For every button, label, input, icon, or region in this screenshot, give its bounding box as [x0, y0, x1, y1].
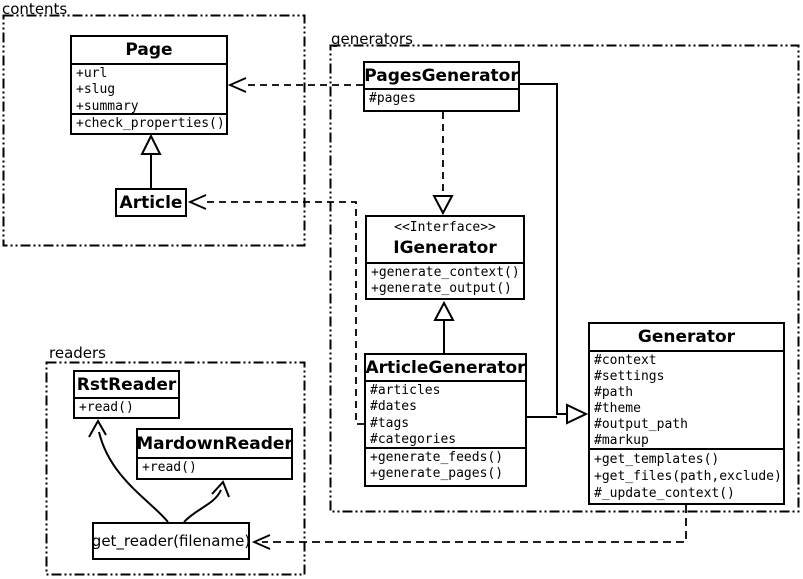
class-rstreader: RstReader +read(): [73, 370, 180, 419]
attribute: #categories: [370, 432, 457, 447]
method: +get_files(path,exclude): [594, 469, 782, 485]
node-get-reader: get_reader(filename): [92, 522, 250, 560]
class-articlegenerator-name: ArticleGenerator: [365, 357, 526, 378]
interface-igenerator-name: IGenerator: [393, 238, 497, 258]
attribute: +slug: [76, 82, 116, 98]
method: +generate_pages(): [370, 466, 504, 482]
node-get-reader-label: get_reader(filename): [91, 532, 251, 550]
class-page-methods: +check_properties(): [72, 113, 226, 133]
dependency-pagesgenerator-to-page: [227, 77, 363, 93]
interface-igenerator: <<Interface>> IGenerator +generate_conte…: [365, 215, 525, 300]
generalization-generators-to-generator: [520, 83, 589, 425]
class-generator-name: Generator: [637, 327, 736, 347]
interface-stereotype: <<Interface>>: [394, 220, 496, 235]
class-rstreader-name: RstReader: [76, 374, 177, 395]
attribute: #articles: [370, 383, 441, 398]
class-generator-attributes: #context#settings#path#theme#output_path…: [590, 350, 783, 448]
attribute: #path: [594, 385, 634, 401]
method: +read(): [79, 400, 134, 415]
class-page-attributes: +url+slug+summary: [72, 63, 226, 113]
interface-igenerator-methods: +generate_context()+generate_output(): [367, 262, 523, 298]
class-article: Article: [115, 188, 187, 217]
class-mardownreader-name: MardownReader: [136, 433, 293, 454]
class-pagesgenerator-name: PagesGenerator: [364, 65, 519, 86]
attribute: #markup: [594, 433, 649, 448]
package-label-generators: generators: [331, 30, 413, 48]
package-border-readers: [45, 361, 306, 576]
class-articlegenerator-attributes: #articles#dates#tags#categories: [366, 380, 525, 447]
method: +read(): [142, 460, 197, 475]
arrow-getreader-to-rstreader: [88, 418, 169, 523]
class-page: Page +url+slug+summary +check_properties…: [70, 35, 228, 135]
dependency-generator-to-getreader: [251, 505, 687, 550]
class-mardownreader: MardownReader +read(): [136, 428, 293, 480]
generalization-article-to-page: [140, 133, 162, 188]
attribute: #context: [594, 353, 657, 368]
interface-igenerator-header: <<Interface>> IGenerator: [367, 217, 523, 262]
class-generator-methods: +get_templates() +get_files(path,exclude)…: [590, 448, 783, 503]
generalization-articlegenerator-to-igenerator: [433, 300, 455, 353]
class-pagesgenerator: PagesGenerator #pages: [363, 61, 520, 112]
class-rstreader-methods: +read(): [75, 397, 178, 417]
attribute: #settings: [594, 369, 665, 385]
class-articlegenerator: ArticleGenerator #articles#dates#tags#ca…: [364, 353, 527, 487]
method: #_update_context(): [594, 486, 735, 502]
class-articlegenerator-methods: +generate_feeds()+generate_pages(): [366, 447, 525, 485]
attribute: #theme: [594, 401, 641, 417]
attribute: +url: [76, 66, 108, 81]
attribute: +summary: [76, 98, 139, 113]
package-label-contents: contents: [2, 0, 68, 18]
attribute: #tags: [370, 415, 410, 431]
class-generator: Generator #context#settings#path#theme#o…: [588, 322, 785, 505]
method: +generate_feeds(): [370, 450, 504, 465]
method: +generate_output(): [371, 281, 512, 297]
realization-pagesgenerator-to-igenerator: [432, 112, 454, 216]
arrow-getreader-to-mardownreader: [183, 480, 230, 523]
attribute: #dates: [370, 399, 417, 415]
package-border-generators: [329, 44, 800, 513]
package-label-readers: readers: [49, 344, 106, 362]
package-border-contents: [2, 14, 306, 247]
class-article-name: Article: [119, 192, 183, 213]
method: +check_properties(): [76, 116, 225, 131]
method: +get_templates(): [594, 452, 720, 467]
method: +generate_context(): [371, 265, 520, 280]
attribute: #output_path: [594, 417, 688, 433]
attribute: #pages: [369, 91, 416, 106]
class-pagesgenerator-attributes: #pages: [365, 88, 518, 110]
class-page-name: Page: [125, 40, 173, 60]
dependency-articlegenerator-to-article: [187, 194, 364, 425]
class-mardownreader-methods: +read(): [138, 457, 291, 478]
